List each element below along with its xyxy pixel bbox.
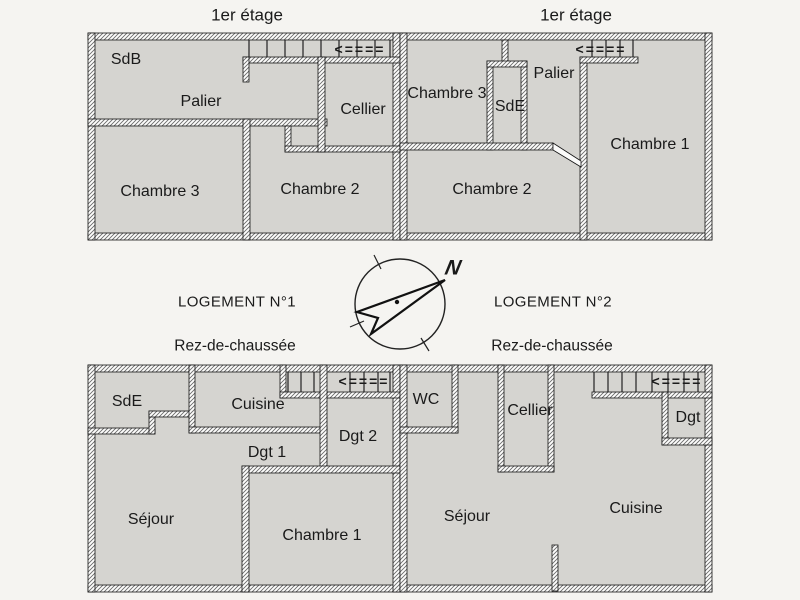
room-label-sdb: SdB <box>110 51 142 68</box>
room-label-chambre1: Chambre 1 <box>610 136 690 153</box>
room-label-chambre2: Chambre 2 <box>280 181 360 198</box>
floor-title-logement2-etage: 1er étage <box>540 5 612 25</box>
room-label-dgt1: Dgt 1 <box>247 444 287 461</box>
room-interiors <box>88 33 712 592</box>
compass-rose-icon <box>349 254 446 352</box>
room-label-palier: Palier <box>533 65 575 82</box>
stair-direction-arrow: <==== <box>334 41 386 57</box>
room-label-palier: Palier <box>180 93 222 110</box>
room-label-chambre3: Chambre 3 <box>120 183 200 200</box>
open-door-swing <box>552 142 582 168</box>
unit-caption-logement2: LOGEMENT N°2 <box>493 293 613 311</box>
stair-direction-arrow: <==== <box>651 373 703 389</box>
room-label-chambre3: Chambre 3 <box>407 85 487 102</box>
walls-logement1-rdc <box>87 364 401 593</box>
room-label-cellier: Cellier <box>507 402 553 419</box>
floor-title-logement1-etage: 1er étage <box>211 5 283 25</box>
walls-logement2-premier-etage <box>399 32 713 241</box>
room-label-sde: SdE <box>111 393 143 410</box>
room-label-chambre1: Chambre 1 <box>282 527 362 544</box>
room-label-chambre2: Chambre 2 <box>452 181 532 198</box>
room-label-cuisine: Cuisine <box>609 500 663 517</box>
room-label-cellier: Cellier <box>340 101 386 118</box>
walls-logement2-rdc <box>399 364 713 593</box>
north-arrow <box>353 278 446 338</box>
walls-logement1-premier-etage <box>87 32 401 241</box>
room-label-dgt2: Dgt 2 <box>338 428 378 445</box>
floor-title-logement2-rdc: Rez-de-chaussée <box>491 337 613 355</box>
stair-treads <box>248 40 699 392</box>
room-label-sde: SdE <box>494 98 526 115</box>
room-label-dgt: Dgt <box>675 409 701 426</box>
stair-direction-arrow: <==== <box>338 373 390 389</box>
room-label-sejour: Séjour <box>127 511 175 528</box>
stair-direction-arrow: <==== <box>575 41 627 57</box>
room-label-wc: WC <box>412 391 440 408</box>
unit-caption-logement1: LOGEMENT N°1 <box>177 293 297 311</box>
room-label-sejour: Séjour <box>443 508 491 525</box>
room-label-cuisine: Cuisine <box>231 396 285 413</box>
floor-title-logement1-rdc: Rez-de-chaussée <box>174 337 296 355</box>
